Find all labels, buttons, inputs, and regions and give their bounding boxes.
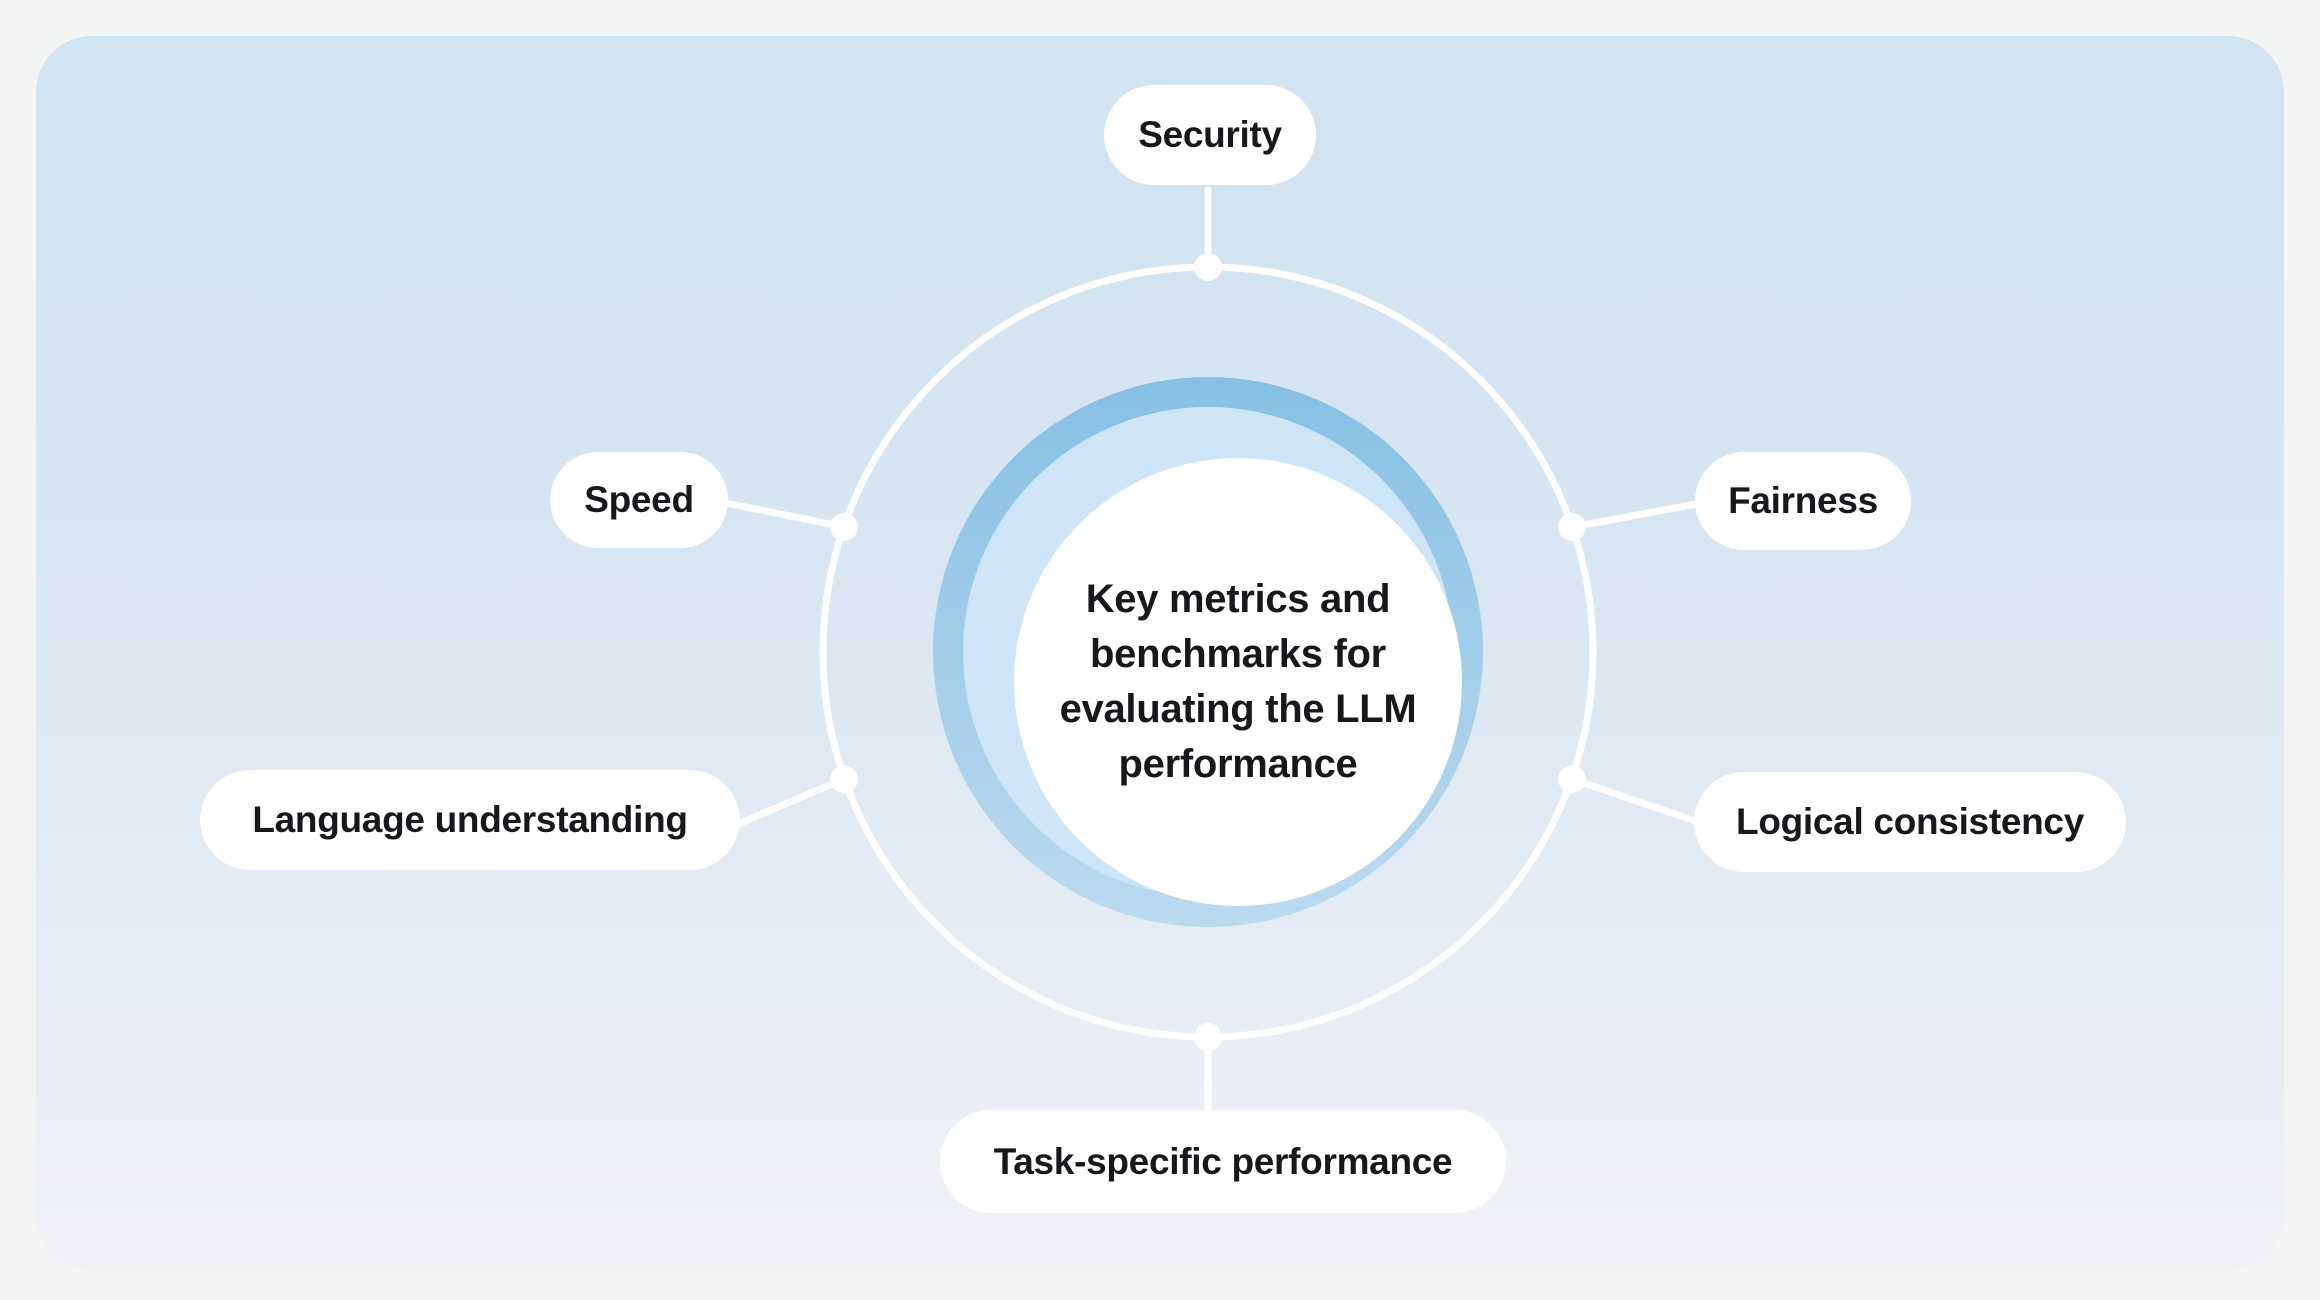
node-pill-fairness: Fairness [1695,452,1911,550]
node-dot-bottom [1194,1023,1222,1051]
node-dot-upper-left [830,513,858,541]
node-pill-speed: Speed [550,452,728,548]
center-node-ring-light: Key metrics and benchmarks for evaluatin… [963,407,1462,906]
node-label: Security [1138,114,1282,155]
center-node: Key metrics and benchmarks for evaluatin… [1014,458,1462,906]
center-node-title: Key metrics and benchmarks for evaluatin… [1060,572,1417,792]
node-pill-language-understanding: Language understanding [200,770,740,870]
center-node-ring-dark: Key metrics and benchmarks for evaluatin… [933,377,1483,927]
node-label: Logical consistency [1736,801,2084,842]
node-dot-upper-right [1558,513,1586,541]
node-label: Task-specific performance [993,1140,1453,1182]
node-label: Language understanding [252,799,688,840]
node-pill-task-specific-performance: Task-specific performance [940,1110,1506,1213]
node-pill-logical-consistency: Logical consistency [1694,772,2126,872]
node-label: Speed [584,479,694,520]
center-title-line: evaluating the LLM [1059,687,1417,731]
connector-speed [722,499,848,531]
node-dot-top [1194,253,1222,281]
node-dot-lower-right [1558,765,1586,793]
connector-logical-consistency [1568,775,1702,826]
connector-fairness [1568,500,1701,531]
node-label: Fairness [1728,480,1878,521]
connector-language-understanding [734,775,848,828]
node-dot-lower-left [830,765,858,793]
node-pill-security: Security [1104,85,1316,185]
center-title-line: benchmarks for [1090,632,1386,676]
center-title-line: Key metrics and [1085,577,1391,621]
center-title-line: performance [1118,742,1358,786]
